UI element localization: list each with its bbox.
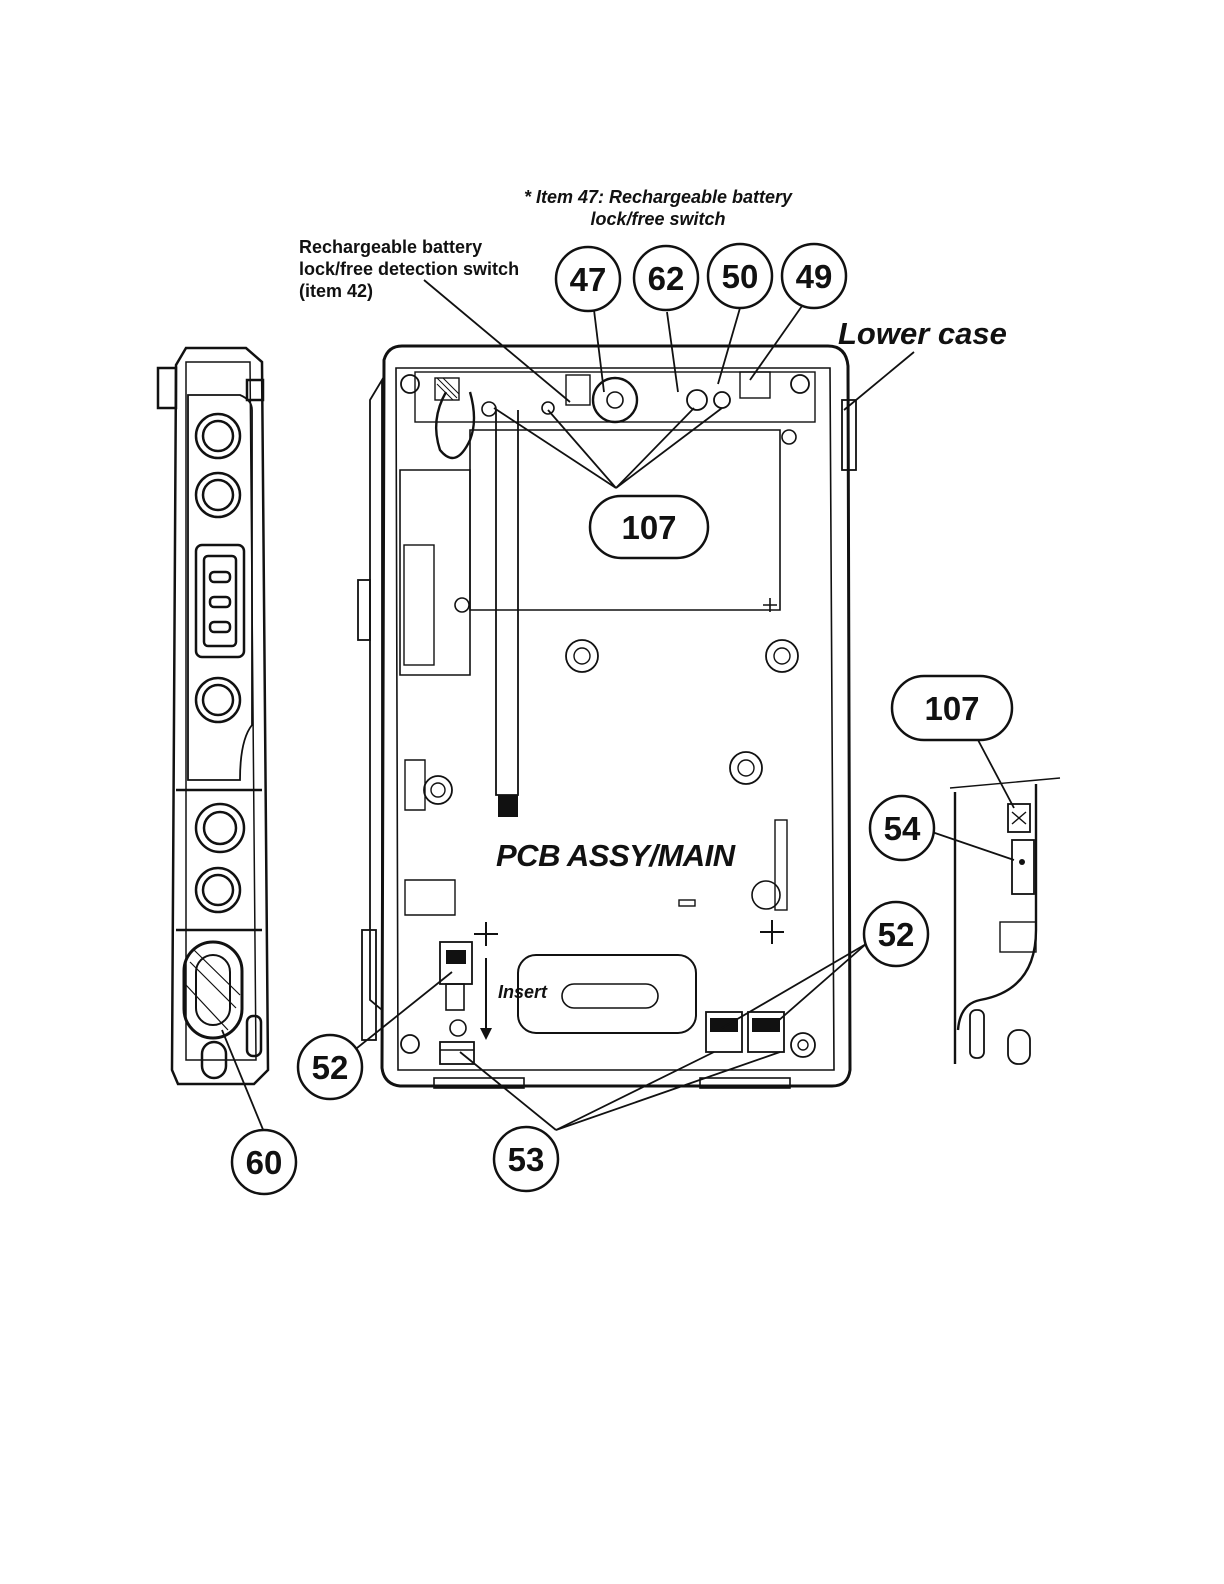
callout-107-right: 107	[892, 676, 1012, 740]
callout-50-label: 50	[722, 258, 759, 295]
callout-47: 47	[556, 247, 620, 311]
lower-case-main-view	[358, 346, 856, 1088]
callout-54-label: 54	[884, 810, 921, 847]
callout-54: 54	[870, 796, 934, 860]
callout-107-top: 107	[590, 496, 708, 558]
lower-case-label: Lower case	[838, 316, 1007, 352]
callout-47-label: 47	[570, 261, 607, 298]
callout-107-right-label: 107	[924, 690, 979, 727]
pcb-assy-label: PCB ASSY/MAIN	[496, 838, 735, 874]
callout-107-top-label: 107	[621, 509, 676, 546]
callout-50: 50	[708, 244, 772, 308]
item47-note: * Item 47: Rechargeable battery lock/fre…	[468, 186, 848, 230]
callout-52-right-label: 52	[878, 916, 915, 953]
detection-switch-label: Rechargeable battery lock/free detection…	[299, 236, 519, 302]
callout-52-left: 52	[298, 1035, 362, 1099]
callout-62: 62	[634, 246, 698, 310]
insert-label: Insert	[498, 982, 547, 1003]
callout-53-label: 53	[508, 1141, 545, 1178]
callout-52-right: 52	[864, 902, 928, 966]
callout-52-left-label: 52	[312, 1049, 349, 1086]
callout-62-label: 62	[648, 260, 685, 297]
callout-60-label: 60	[246, 1144, 283, 1181]
right-detail-view	[950, 778, 1060, 1064]
left-side-view	[158, 348, 268, 1084]
callout-49-label: 49	[796, 258, 833, 295]
callout-49: 49	[782, 244, 846, 308]
callout-60: 60	[232, 1130, 296, 1194]
callout-53: 53	[494, 1127, 558, 1191]
